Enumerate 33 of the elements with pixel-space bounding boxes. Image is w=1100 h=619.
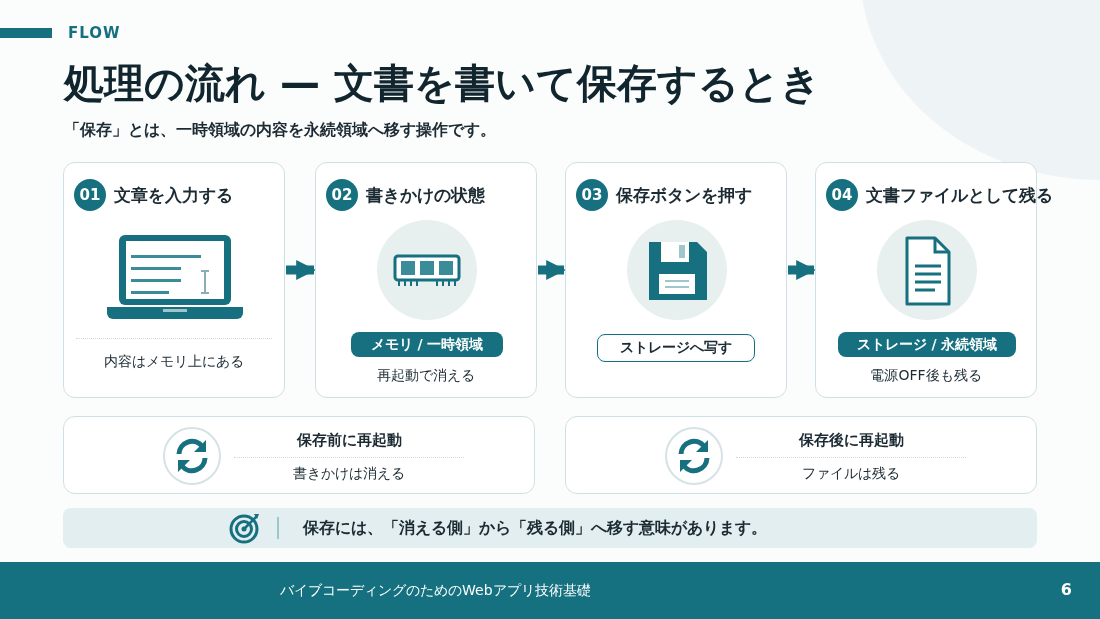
result-card (63, 416, 535, 494)
arrow (788, 260, 816, 280)
step-number-badge: 03 (576, 179, 608, 211)
arrow (286, 260, 316, 280)
step-note: 電源OFF後も残る (869, 367, 983, 385)
outlined-tag: ストレージへ写す (597, 334, 755, 362)
step-title: 文書ファイルとして残る (866, 184, 1053, 207)
step-note: 内容はメモリ上にある (103, 353, 245, 371)
step-number-badge: 02 (326, 179, 358, 211)
step-card (315, 162, 537, 398)
slide-title: 処理の流れ — 文書を書いて保存するとき (64, 59, 821, 108)
step-number-badge: 01 (74, 179, 106, 211)
arrow (538, 260, 566, 280)
card-heading: 保存後に再起動 (797, 431, 905, 450)
step-title: 書きかけの状態 (366, 184, 485, 207)
summary-banner (63, 508, 1037, 548)
section-label: FLOW (68, 24, 121, 42)
tag-pill: メモリ / 一時領域 (351, 332, 503, 357)
step-number-badge: 04 (826, 179, 858, 211)
card-heading: 保存前に再起動 (295, 431, 403, 450)
subtitle: 「保存」とは、一時領域の内容を永続領域へ移す操作です。 (64, 120, 496, 141)
step-title: 文章を入力する (114, 184, 233, 207)
result-card (565, 416, 1037, 494)
step-title: 保存ボタンを押す (616, 184, 752, 207)
step-note: 再起動で消える (376, 367, 476, 385)
tag-pill: ストレージ / 永続領域 (838, 332, 1016, 357)
footer-text: バイブコーディングのためのWebアプリ技術基礎 (280, 582, 591, 600)
card-text: 書きかけは消える (292, 465, 406, 483)
page-number: 6 (1060, 580, 1072, 599)
summary-text: 保存には、「消える側」から「残る側」へ移す意味があります。 (303, 518, 767, 539)
card-text: ファイルは残る (801, 465, 901, 483)
step-card (63, 162, 285, 398)
step-card (565, 162, 787, 398)
